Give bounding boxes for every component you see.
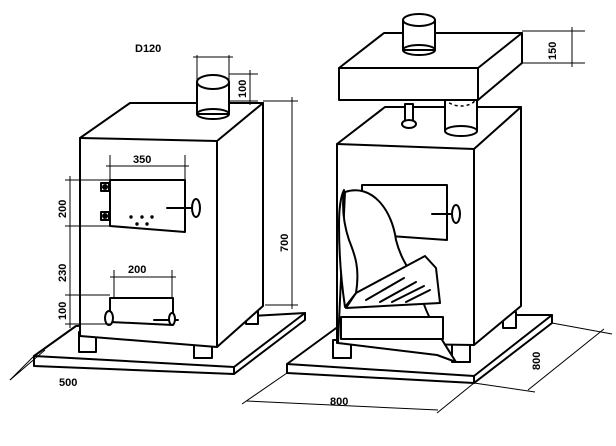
label-door-height: 200 (57, 200, 69, 218)
left-dimension-lines (9, 55, 298, 381)
label-total-height: 700 (279, 234, 291, 252)
left-furnace (9, 55, 306, 381)
right-dimension-lines (241, 27, 613, 414)
label-door-width: 350 (133, 154, 151, 166)
label-chimney-height: 100 (237, 80, 249, 98)
right-furnace (241, 13, 613, 414)
left-ash-door (104, 297, 179, 326)
label-middle-gap: 230 (57, 264, 69, 282)
right-ash-pan (340, 316, 444, 340)
right-cutaway (337, 189, 457, 363)
left-fire-door (100, 179, 201, 233)
label-base-depth: 500 (59, 377, 77, 389)
label-hood-height: 150 (547, 42, 559, 60)
label-base-width: 800 (330, 396, 348, 408)
right-hood-bolt (401, 103, 417, 129)
label-ashpit-width: 200 (128, 264, 146, 276)
dimension-labels: D120 100 700 350 200 230 200 100 500 800… (57, 42, 559, 408)
label-ashpit-height: 100 (57, 302, 69, 320)
right-hood-chimney (402, 13, 436, 56)
right-grate (345, 255, 441, 309)
label-base-length: 800 (531, 352, 543, 370)
left-chimney (196, 74, 230, 120)
label-chimney-diameter: D120 (135, 43, 161, 55)
